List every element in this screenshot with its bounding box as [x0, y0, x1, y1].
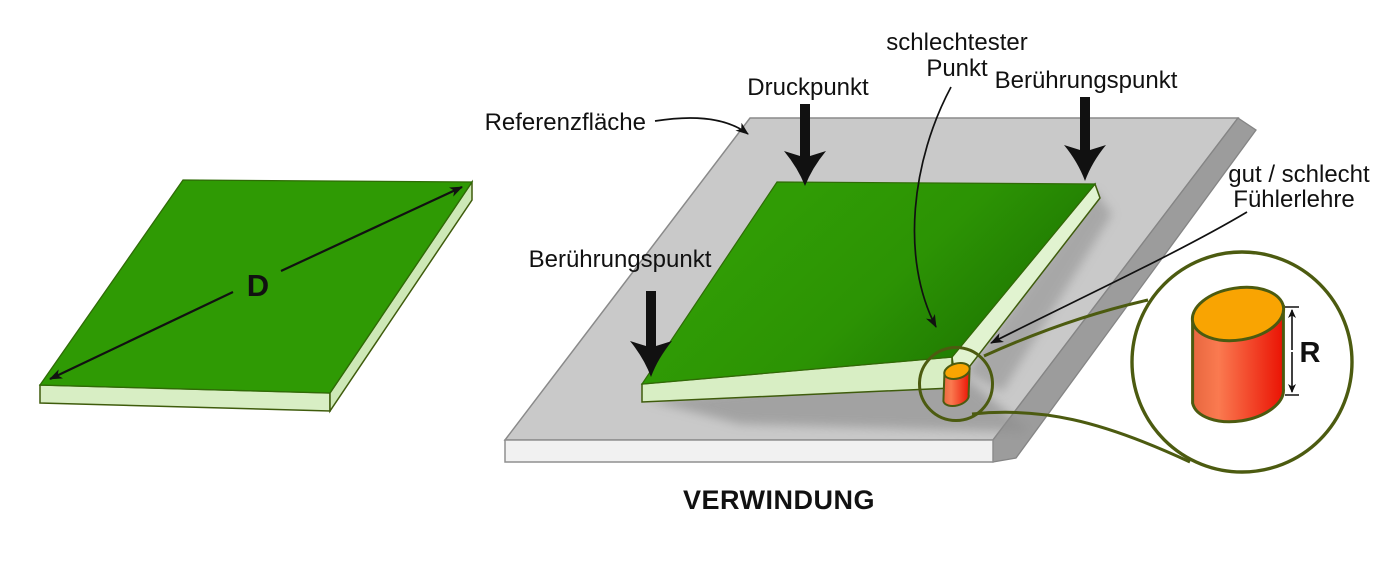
feeler-gauge-pointer	[990, 211, 1248, 344]
twist-figure: R	[503, 86, 1354, 474]
gauge-height-dimension	[1285, 306, 1299, 396]
reference-surface-pointer	[654, 117, 749, 135]
gauge-height-label: R	[1300, 337, 1321, 369]
twisted-board-top-face	[640, 181, 1097, 385]
figure-title: VERWINDUNG	[683, 485, 875, 515]
diagonal-label: D	[247, 268, 269, 303]
feeler-gauge-label-line2: Fühlerlehre	[1233, 186, 1354, 213]
contact-point-left-arrow	[630, 291, 672, 377]
feeler-gauge-cylinder	[942, 362, 971, 407]
contact-point-right-arrow	[1064, 97, 1106, 181]
flat-board-figure: D	[38, 179, 474, 414]
magnifier-lens-circle	[1130, 250, 1354, 474]
magnifier-flare-top	[983, 298, 1149, 358]
worst-point-label-line1: schlechtester	[886, 29, 1027, 56]
worst-point-label-line2: Punkt	[926, 55, 988, 82]
magnified-gauge-cylinder	[1190, 285, 1286, 424]
magnifier-callout	[918, 250, 1354, 474]
reference-surface-front	[504, 439, 994, 463]
labels: Referenzfläche Druckpunkt schlechtester …	[485, 29, 1370, 515]
worst-point-pointer	[913, 86, 952, 328]
feeler-gauge-label-line1: gut / schlecht	[1228, 161, 1370, 188]
pressure-point-arrow	[784, 104, 826, 186]
magnifier-flare-bottom	[971, 410, 1191, 464]
diagonal-dimension-arrow	[49, 186, 463, 380]
contact-point-right-label: Berührungspunkt	[995, 67, 1178, 94]
pressure-point-label: Druckpunkt	[747, 74, 869, 101]
contact-point-left-label: Berührungspunkt	[529, 246, 712, 273]
reference-surface-bevel	[992, 117, 1257, 463]
magnifier-source-circle	[918, 346, 994, 422]
reference-surface-label: Referenzfläche	[485, 109, 646, 136]
